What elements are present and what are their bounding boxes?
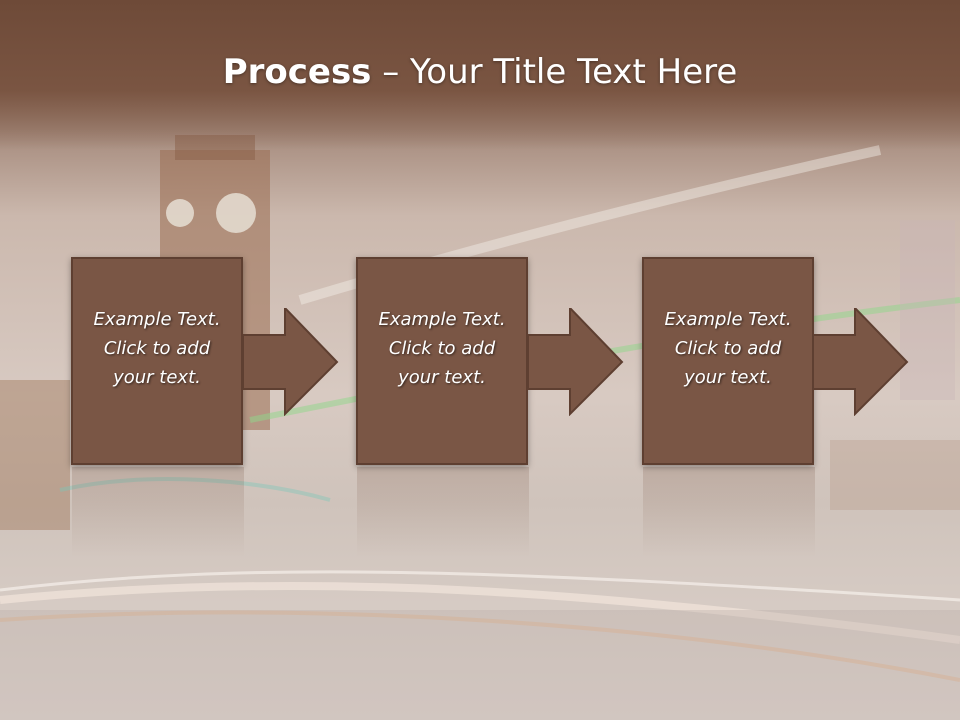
slide-title[interactable]: Process – Your Title Text Here xyxy=(0,52,960,92)
step-2-box[interactable]: Example Text. Click to add your text. xyxy=(356,257,528,465)
title-bold: Process xyxy=(222,52,372,92)
step-2-text: Example Text. Click to add your text. xyxy=(378,305,505,392)
step-3-reflection xyxy=(643,467,815,557)
arrow-right-icon xyxy=(243,308,339,416)
step-3-box[interactable]: Example Text. Click to add your text. xyxy=(642,257,814,465)
step-1-line-3: your text. xyxy=(113,367,201,388)
arrow-right-icon xyxy=(528,308,624,416)
step-1-line-2: Click to add xyxy=(103,338,211,359)
arrow-right-icon xyxy=(813,308,909,416)
step-3-line-2: Click to add xyxy=(674,338,782,359)
title-rest: – Your Title Text Here xyxy=(371,52,738,92)
step-1-reflection xyxy=(72,467,244,557)
step-1-box[interactable]: Example Text. Click to add your text. xyxy=(71,257,243,465)
step-2-line-3: your text. xyxy=(398,367,486,388)
step-3-text: Example Text. Click to add your text. xyxy=(664,305,791,392)
step-1-line-1: Example Text. xyxy=(93,309,221,330)
step-3-line-1: Example Text. xyxy=(664,309,792,330)
step-2-reflection xyxy=(357,467,529,557)
step-2-line-1: Example Text. xyxy=(378,309,506,330)
step-3-line-3: your text. xyxy=(684,367,772,388)
step-1-text: Example Text. Click to add your text. xyxy=(93,305,220,392)
step-2-line-2: Click to add xyxy=(388,338,496,359)
title-band xyxy=(0,0,960,150)
